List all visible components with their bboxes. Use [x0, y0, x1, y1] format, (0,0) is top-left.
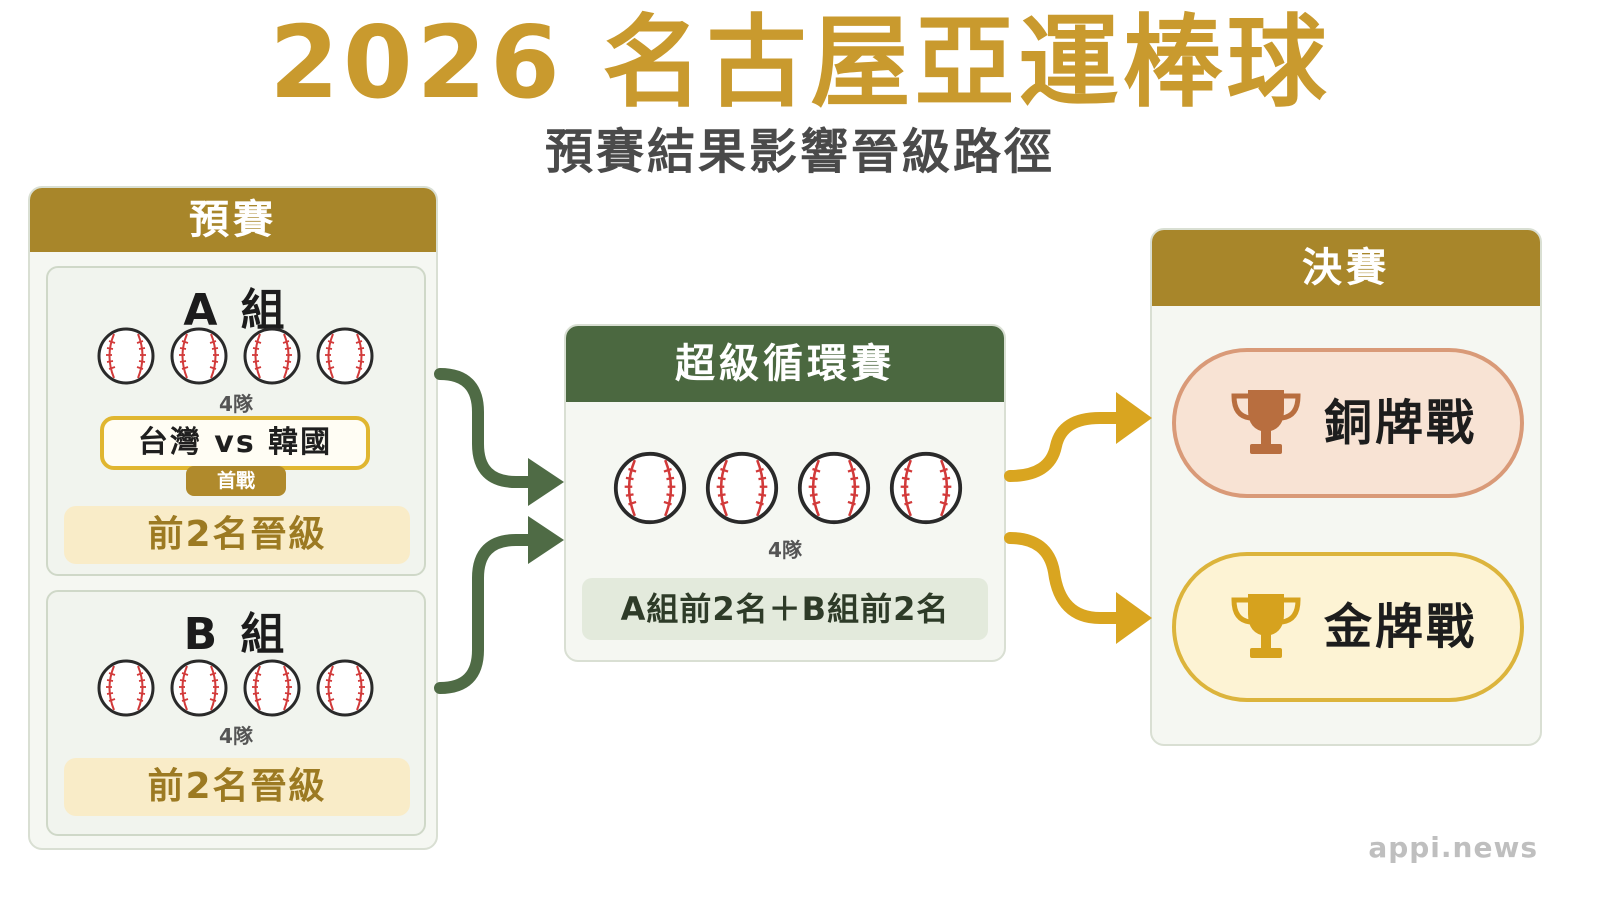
group-b-teams	[96, 658, 375, 718]
watermark: appi.news	[1368, 831, 1538, 864]
baseball-icon	[96, 326, 156, 386]
super-round-composition: A組前2名＋B組前2名	[582, 578, 988, 640]
bronze-medal-game: 銅牌戰	[1172, 348, 1524, 498]
baseball-icon	[704, 450, 780, 526]
arrow-head-gold	[1116, 592, 1152, 644]
opening-game-badge: 首戰	[186, 466, 286, 496]
group-b-box: B 組 4隊 前2名晉級	[46, 590, 426, 836]
super-round-teams	[612, 450, 964, 526]
group-b-advance: 前2名晉級	[64, 758, 410, 816]
group-a-teams	[96, 326, 375, 386]
baseball-icon	[612, 450, 688, 526]
gold-medal-label: 金牌戰	[1324, 599, 1478, 655]
group-a-team-count: 4隊	[219, 392, 253, 416]
arrow-group-b-to-super	[434, 534, 536, 694]
opening-matchup: 台灣 vs 韓國	[100, 416, 370, 470]
finals-header: 決賽	[1152, 230, 1540, 306]
gold-trophy-icon	[1226, 588, 1306, 668]
finals-panel: 決賽 銅牌戰 金牌戰	[1150, 228, 1542, 746]
preliminary-panel: 預賽 A 組 4隊 台灣 vs 韓國 首戰 前2名晉級 B 組 4隊 前2名晉級	[28, 186, 438, 850]
arrow-head-a	[528, 458, 564, 506]
super-round-header: 超級循環賽	[566, 326, 1004, 402]
baseball-icon	[796, 450, 872, 526]
group-a-advance: 前2名晉級	[64, 506, 410, 564]
baseball-icon	[169, 658, 229, 718]
baseball-icon	[96, 658, 156, 718]
preliminary-header: 預賽	[30, 188, 436, 252]
arrow-super-to-gold	[1004, 532, 1124, 624]
bronze-trophy-icon	[1226, 384, 1306, 464]
bronze-medal-label: 銅牌戰	[1324, 395, 1478, 451]
baseball-icon	[242, 326, 302, 386]
arrow-head-b	[528, 516, 564, 564]
baseball-icon	[315, 326, 375, 386]
super-round-team-count: 4隊	[768, 538, 802, 562]
baseball-icon	[315, 658, 375, 718]
baseball-icon	[888, 450, 964, 526]
baseball-icon	[169, 326, 229, 386]
group-a-box: A 組 4隊 台灣 vs 韓國 首戰 前2名晉級	[46, 266, 426, 576]
page-title: 2026 名古屋亞運棒球	[269, 4, 1331, 121]
gold-medal-game: 金牌戰	[1172, 552, 1524, 702]
arrow-super-to-bronze	[1004, 412, 1124, 482]
arrow-group-a-to-super	[434, 368, 536, 488]
group-b-title: B 組	[183, 609, 289, 660]
page-subtitle: 預賽結果影響晉級路徑	[544, 124, 1055, 180]
baseball-icon	[242, 658, 302, 718]
super-round-panel: 超級循環賽 4隊 A組前2名＋B組前2名	[564, 324, 1006, 662]
arrow-head-bronze	[1116, 392, 1152, 444]
group-a-title: A 組	[183, 285, 289, 336]
group-b-team-count: 4隊	[219, 724, 253, 748]
